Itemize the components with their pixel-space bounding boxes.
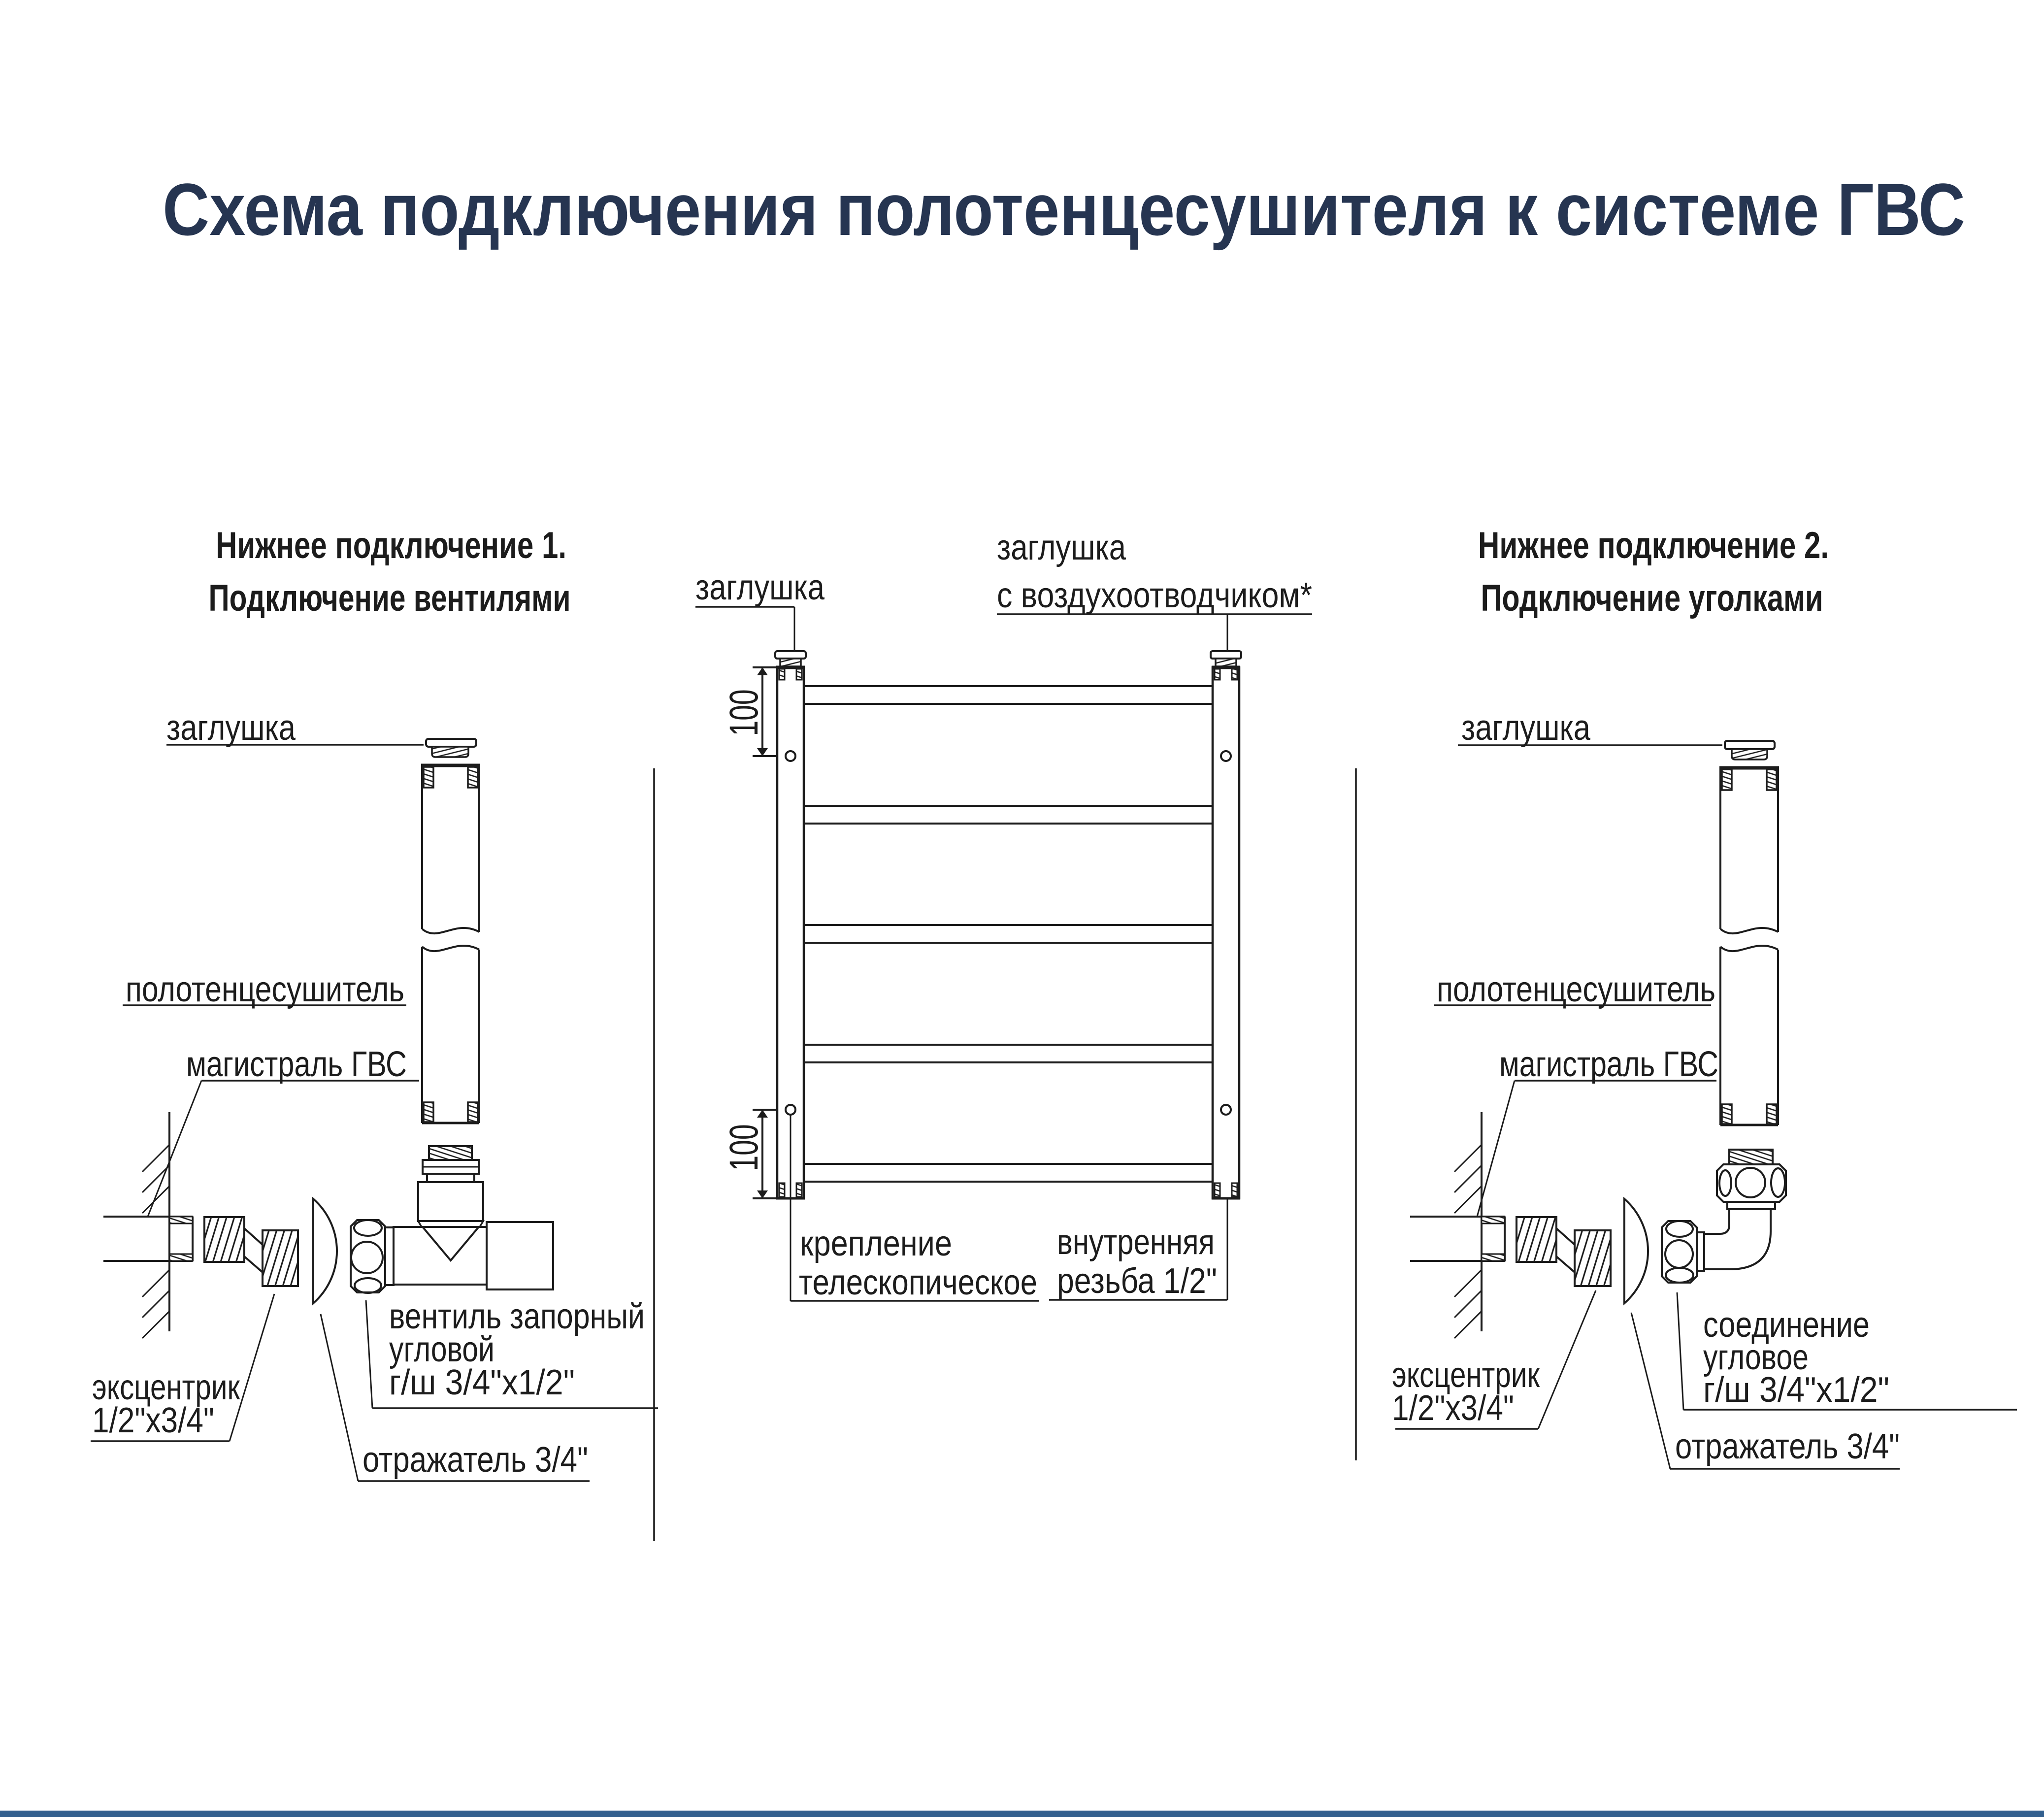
svg-text:заглушка: заглушка [166, 708, 296, 748]
svg-text:отражатель 3/4": отражатель 3/4" [1675, 1427, 1900, 1466]
svg-text:вентиль запорный: вентиль запорный [389, 1297, 645, 1336]
svg-text:угловое: угловое [1703, 1338, 1809, 1377]
svg-text:Подключение вентилями: Подключение вентилями [209, 577, 571, 619]
svg-text:Нижнее подключение 2.: Нижнее подключение 2. [1478, 525, 1829, 566]
svg-text:внутренняя: внутренняя [1057, 1222, 1215, 1262]
svg-text:Нижнее подключение 1.: Нижнее подключение 1. [216, 525, 566, 566]
svg-text:соединение: соединение [1703, 1305, 1870, 1345]
svg-text:полотенцесушитель: полотенцесушитель [1437, 970, 1715, 1009]
svg-text:отражатель 3/4": отражатель 3/4" [363, 1440, 588, 1480]
svg-text:полотенцесушитель: полотенцесушитель [126, 970, 404, 1009]
svg-text:крепление: крепление [800, 1224, 952, 1263]
svg-text:заглушка: заглушка [695, 568, 825, 607]
svg-text:г/ш 3/4"x1/2": г/ш 3/4"x1/2" [1703, 1370, 1889, 1410]
svg-text:магистраль ГВС: магистраль ГВС [1499, 1045, 1718, 1084]
svg-text:Схема подключения полотенцесуш: Схема подключения полотенцесушителя к си… [163, 168, 1965, 251]
svg-text:1/2"x3/4": 1/2"x3/4" [92, 1401, 214, 1440]
svg-text:г/ш 3/4"x1/2": г/ш 3/4"x1/2" [389, 1363, 575, 1402]
svg-text:1/2"x3/4": 1/2"x3/4" [1392, 1388, 1514, 1428]
svg-text:эксцентрик: эксцентрик [1392, 1355, 1540, 1395]
svg-text:эксцентрик: эксцентрик [92, 1368, 240, 1407]
svg-text:100: 100 [722, 1124, 766, 1171]
svg-text:магистраль ГВС: магистраль ГВС [186, 1045, 407, 1084]
svg-text:угловой: угловой [389, 1330, 495, 1369]
svg-text:заглушка: заглушка [997, 528, 1126, 567]
svg-text:резьба 1/2": резьба 1/2" [1057, 1261, 1217, 1301]
svg-text:100: 100 [722, 690, 766, 736]
svg-text:Подключение уголками: Подключение уголками [1481, 577, 1823, 619]
svg-text:с воздухоотводчиком*: с воздухоотводчиком* [997, 576, 1312, 615]
svg-text:телескопическое: телескопическое [799, 1263, 1037, 1302]
svg-text:заглушка: заглушка [1461, 708, 1591, 748]
